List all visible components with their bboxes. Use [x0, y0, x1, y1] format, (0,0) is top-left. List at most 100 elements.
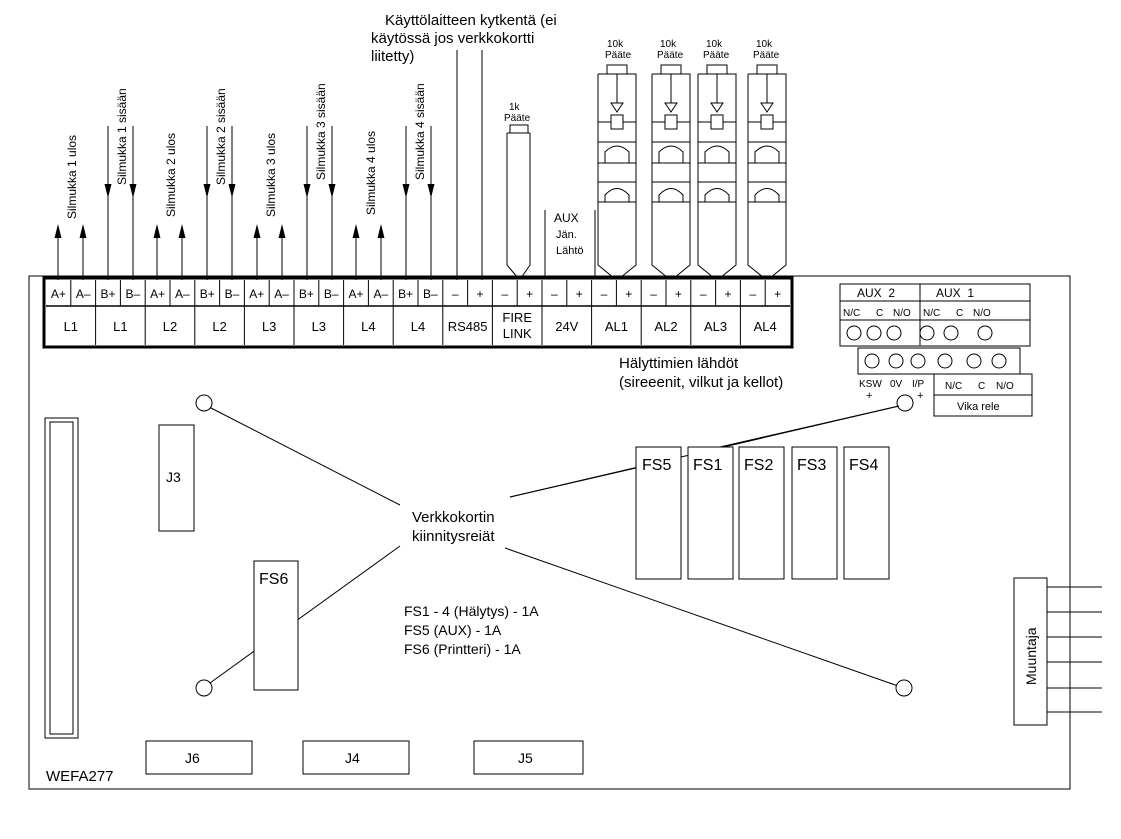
- arrow-up-icon: [253, 224, 261, 238]
- arrow-down-icon: [303, 184, 311, 198]
- fuse-fs5-label: FS5: [642, 457, 671, 474]
- alarm-device-1: [597, 64, 637, 279]
- beacon-icon: [664, 102, 678, 113]
- operating-device-line-2: käytössä jos verkkokortti: [371, 30, 534, 47]
- terminal-polarity-label: A+: [348, 287, 363, 301]
- connector-j3-label: J3: [166, 469, 181, 485]
- ksw-label: KSW: [859, 379, 882, 390]
- alarm-2-end-value: 10k: [660, 39, 677, 50]
- alarm-devices: [597, 64, 787, 279]
- fuse-fs4: [843, 446, 890, 580]
- terminal-polarity-label: –: [452, 287, 459, 301]
- alarm-device-2: [651, 64, 691, 279]
- alarm-3-end-label: Pääte: [703, 50, 730, 61]
- fault-nc: N/C: [945, 381, 962, 392]
- alarm-outputs-caption-2: (sireeenit, vilkut ja kellot): [619, 374, 783, 391]
- terminal-polarity-label: B–: [324, 287, 339, 301]
- loop-3-in-label: Silmukka 3 sisään: [314, 83, 328, 180]
- terminal-label: L1: [113, 319, 127, 334]
- terminal-polarity-label: A+: [150, 287, 165, 301]
- terminal-polarity-label: –: [650, 287, 657, 301]
- bell-icon: [604, 188, 630, 203]
- aux-relay-frame: [839, 283, 1031, 347]
- terminal-label: L3: [262, 319, 276, 334]
- fire-link-end-label: Pääte: [504, 113, 531, 124]
- fault-relay-label: Vika rele: [957, 401, 1000, 413]
- terminal-polarity-label: B+: [299, 287, 314, 301]
- aux-2-label: AUX 2: [857, 286, 895, 300]
- terminal-polarity-label: A–: [274, 287, 289, 301]
- mounting-holes-line-1: Verkkokortin: [412, 509, 495, 526]
- end-resistor-icon: [606, 64, 628, 75]
- alarm-device-4: [747, 64, 787, 279]
- arrow-down-icon: [402, 184, 410, 198]
- fuse-note-3: FS6 (Printteri) - 1A: [404, 641, 521, 657]
- lower-terminal: [991, 353, 1007, 369]
- terminal-label: L4: [361, 319, 375, 334]
- mount-line-bottom-left: [209, 545, 401, 684]
- arrow-down-icon: [228, 184, 236, 198]
- beacon-icon: [710, 102, 724, 113]
- aux-terminal: [943, 325, 959, 341]
- loop-4-in-label: Silmukka 4 sisään: [413, 83, 427, 180]
- terminal-polarity-label: +: [675, 287, 682, 301]
- lower-terminal-frame: [857, 347, 1021, 375]
- end-resistor-icon: [706, 64, 728, 75]
- arrow-up-icon: [153, 224, 161, 238]
- connector-j4-label: J4: [345, 750, 360, 766]
- arrow-up-icon: [278, 224, 286, 238]
- mounting-holes-line-2: kiinnitysreiät: [412, 528, 495, 545]
- fire-link-resistor-body: [509, 124, 529, 134]
- loop-1-in-label: Silmukka 1 sisään: [115, 88, 129, 185]
- terminal-label-line-2: LINK: [503, 326, 532, 341]
- siren-icon: [658, 145, 684, 164]
- aux-1-no: N/O: [973, 308, 991, 319]
- beacon-body-icon: [710, 114, 724, 130]
- terminal-polarity-label: +: [625, 287, 632, 301]
- end-resistor-icon: [660, 64, 682, 75]
- alarm-1-end-value: 10k: [607, 39, 624, 50]
- terminal-polarity-label: –: [551, 287, 558, 301]
- aux-2-no: N/O: [893, 308, 911, 319]
- fuse-fs4-label: FS4: [849, 457, 878, 474]
- mount-line-right-upper-over: [509, 467, 637, 498]
- terminal-label: L3: [312, 319, 326, 334]
- transformer: [1013, 577, 1048, 726]
- siren-icon: [754, 145, 780, 164]
- connector-j6: [145, 740, 253, 775]
- arrow-down-icon: [104, 184, 112, 198]
- fuse-note-2: FS5 (AUX) - 1A: [404, 622, 502, 638]
- terminal-polarity-label: A–: [373, 287, 388, 301]
- terminal-label: L2: [212, 319, 226, 334]
- terminal-label: AL2: [654, 319, 677, 334]
- aux-terminal: [977, 325, 993, 341]
- arrow-up-icon: [178, 224, 186, 238]
- alarm-wire: [747, 73, 787, 279]
- aux-2-c: C: [876, 308, 883, 319]
- terminal-polarity-label: +: [526, 287, 533, 301]
- arrow-up-icon: [54, 224, 62, 238]
- fire-link-end-value: 1k: [509, 102, 521, 113]
- fuse-fs6-label: FS6: [259, 571, 288, 588]
- fuse-fs2-label: FS2: [744, 457, 773, 474]
- operating-device-line-1: Käyttölaitteen kytkentä (ei: [385, 12, 557, 29]
- siren-icon: [604, 145, 630, 164]
- aux-supply-line-1: AUX: [554, 211, 579, 225]
- aux-terminal: [919, 325, 935, 341]
- beacon-icon: [610, 102, 624, 113]
- mount-line-top-left: [208, 406, 401, 506]
- aux-1-label: AUX 1: [936, 286, 974, 300]
- aux-supply-line-3: Lähtö: [556, 245, 584, 257]
- alarm-outputs-caption-1: Hälyttimien lähdöt: [619, 355, 739, 372]
- connector-long-inner: [49, 421, 74, 735]
- alarm-wire: [697, 73, 737, 279]
- fuse-fs5: [635, 446, 682, 580]
- bell-icon: [754, 188, 780, 203]
- terminal-label: RS485: [448, 319, 488, 334]
- aux-1-nc: N/C: [923, 308, 940, 319]
- aux-supply-line-2: Jän.: [556, 229, 577, 241]
- terminal-polarity-label: A–: [175, 287, 190, 301]
- connector-j6-label: J6: [185, 750, 200, 766]
- fuse-note-1: FS1 - 4 (Hälytys) - 1A: [404, 603, 539, 619]
- fuse-fs3: [791, 446, 838, 580]
